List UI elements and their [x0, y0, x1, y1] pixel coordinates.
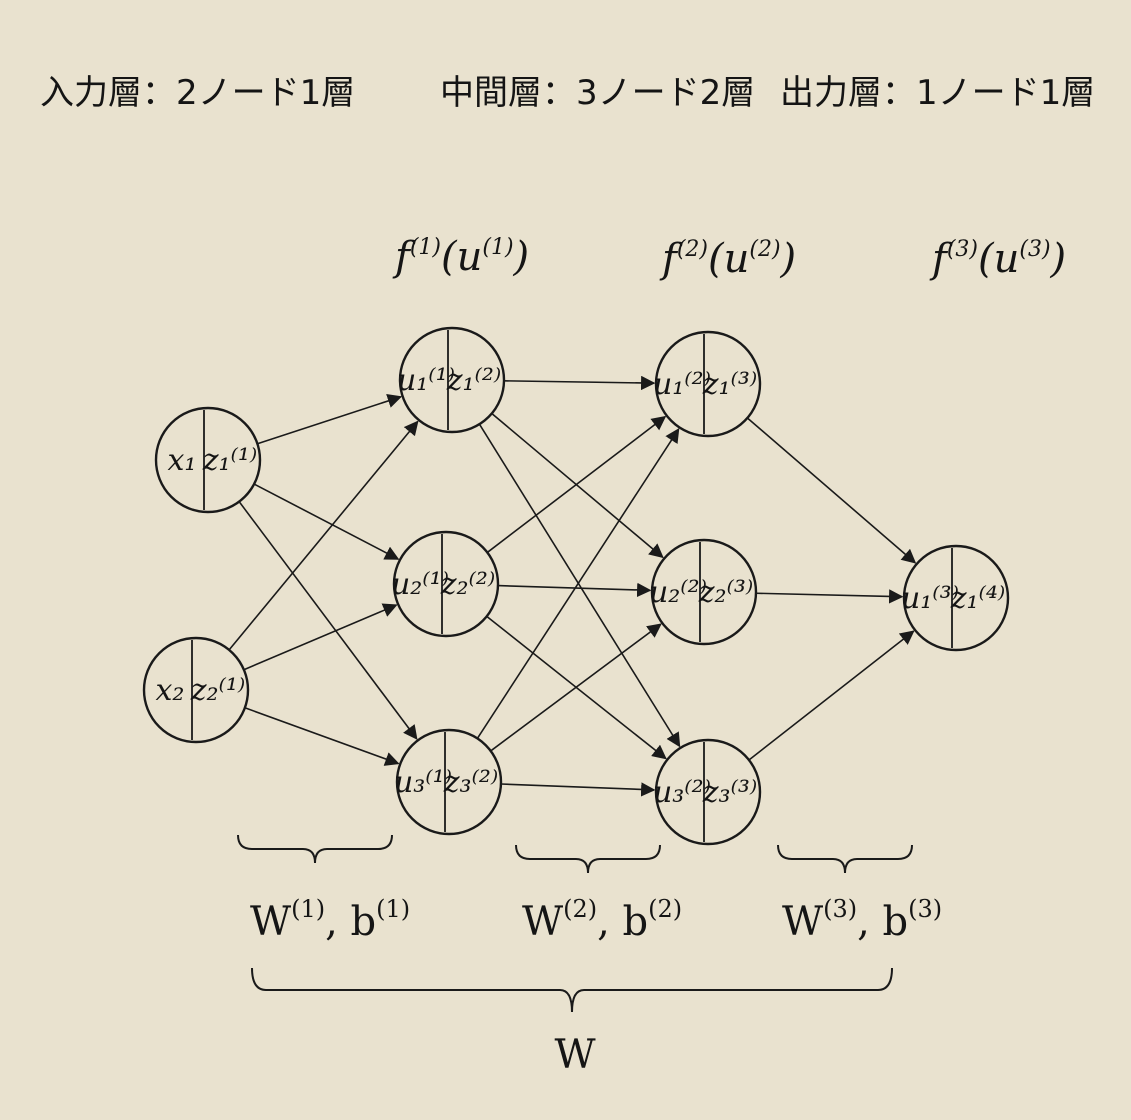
header-hidden-layer: 中間層：3ノード2層 — [440, 73, 755, 113]
edge-l1-2-to-0 — [476, 428, 680, 739]
edge-l1-1-to-0 — [486, 415, 667, 554]
node-l1-2: u₂⁽¹⁾z₂⁽²⁾ — [391, 530, 500, 638]
node-circle — [398, 326, 506, 434]
node-circle — [902, 544, 1010, 652]
activation-label: f(1)(u(1)) — [392, 234, 529, 280]
edge-l1-2-to-2 — [500, 782, 656, 797]
node-input-label: u₃⁽²⁾ — [653, 775, 711, 810]
edge-l1-2-to-1 — [490, 623, 662, 752]
node-l2-1: u₁⁽²⁾z₁⁽³⁾ — [653, 330, 762, 438]
node-input-label: u₂⁽¹⁾ — [391, 567, 449, 602]
edge-l0-0-to-1 — [253, 483, 400, 560]
node-l2-2: u₂⁽²⁾z₂⁽³⁾ — [649, 538, 758, 646]
edge-l1-0-to-2 — [478, 423, 681, 748]
brace-1 — [237, 834, 393, 864]
node-output-label: z₁⁽¹⁾ — [202, 443, 258, 478]
edge-l0-1-to-2 — [244, 707, 400, 766]
edge-l2-0-to-0 — [746, 417, 917, 564]
header-output-layer: 出力層：1ノード1層 — [780, 73, 1095, 113]
param-label-3: W(3), b(3) — [782, 895, 942, 945]
edge-l1-1-to-1 — [497, 582, 652, 598]
brace-2 — [515, 844, 661, 874]
node-circle — [654, 330, 762, 438]
activation-label: f(3)(u(3)) — [929, 236, 1066, 282]
node-l1-3: u₃⁽¹⁾z₃⁽²⁾ — [394, 728, 503, 836]
node-l1-1: u₁⁽¹⁾z₁⁽²⁾ — [397, 326, 506, 434]
edge-l0-0-to-2 — [238, 501, 418, 740]
edge-l0-1-to-0 — [228, 420, 419, 651]
node-circle — [395, 728, 503, 836]
node-output-label: z₃⁽³⁾ — [702, 775, 758, 810]
edge-l0-1-to-1 — [243, 603, 398, 671]
node-circle — [392, 530, 500, 638]
node-circle — [142, 636, 250, 744]
node-l2-3: u₃⁽²⁾z₃⁽³⁾ — [653, 738, 762, 846]
node-output-label: z₃⁽²⁾ — [443, 765, 499, 800]
edge-l1-0-to-0 — [503, 375, 656, 391]
node-input-label: u₁⁽²⁾ — [653, 367, 711, 402]
edge-l0-0-to-0 — [257, 394, 403, 445]
node-input-label: u₂⁽²⁾ — [649, 575, 707, 610]
node-output-label: z₁⁽³⁾ — [702, 367, 758, 402]
brace-total — [251, 967, 893, 1013]
node-output-label: z₁⁽⁴⁾ — [950, 581, 1006, 616]
node-circle — [650, 538, 758, 646]
node-circle — [154, 406, 262, 514]
header-input-layer: 入力層：2ノード1層 — [40, 73, 355, 113]
node-l3-1: u₁⁽³⁾z₁⁽⁴⁾ — [901, 544, 1010, 652]
activation-labels: f(1)(u(1)) f(2)(u(2)) f(3)(u(3)) — [392, 234, 1066, 282]
node-input-label: x₂ — [156, 673, 185, 708]
edge-l2-2-to-0 — [748, 630, 915, 761]
node-input-label: u₁⁽³⁾ — [901, 581, 959, 616]
param-label-2: W(2), b(2) — [522, 895, 682, 945]
node-input-label: u₃⁽¹⁾ — [394, 765, 452, 800]
node-input-label: x₁ — [168, 443, 197, 478]
node-input-label: u₁⁽¹⁾ — [397, 363, 455, 398]
node-output-label: z₂⁽³⁾ — [698, 575, 754, 610]
edges — [228, 375, 917, 797]
node-circle — [654, 738, 762, 846]
activation-label: f(2)(u(2)) — [659, 236, 796, 282]
parameter-braces: W(1), b(1) W(2), b(2) W(3), b(3) W — [237, 834, 942, 1078]
edge-l1-0-to-1 — [491, 412, 664, 559]
node-output-label: z₂⁽²⁾ — [440, 567, 496, 602]
edge-l2-1-to-0 — [755, 589, 904, 604]
param-label-1: W(1), b(1) — [250, 895, 410, 945]
node-output-label: z₂⁽¹⁾ — [190, 673, 246, 708]
node-output-label: z₁⁽²⁾ — [446, 363, 502, 398]
total-param-label: W — [554, 1032, 595, 1078]
brace-3 — [777, 844, 913, 874]
